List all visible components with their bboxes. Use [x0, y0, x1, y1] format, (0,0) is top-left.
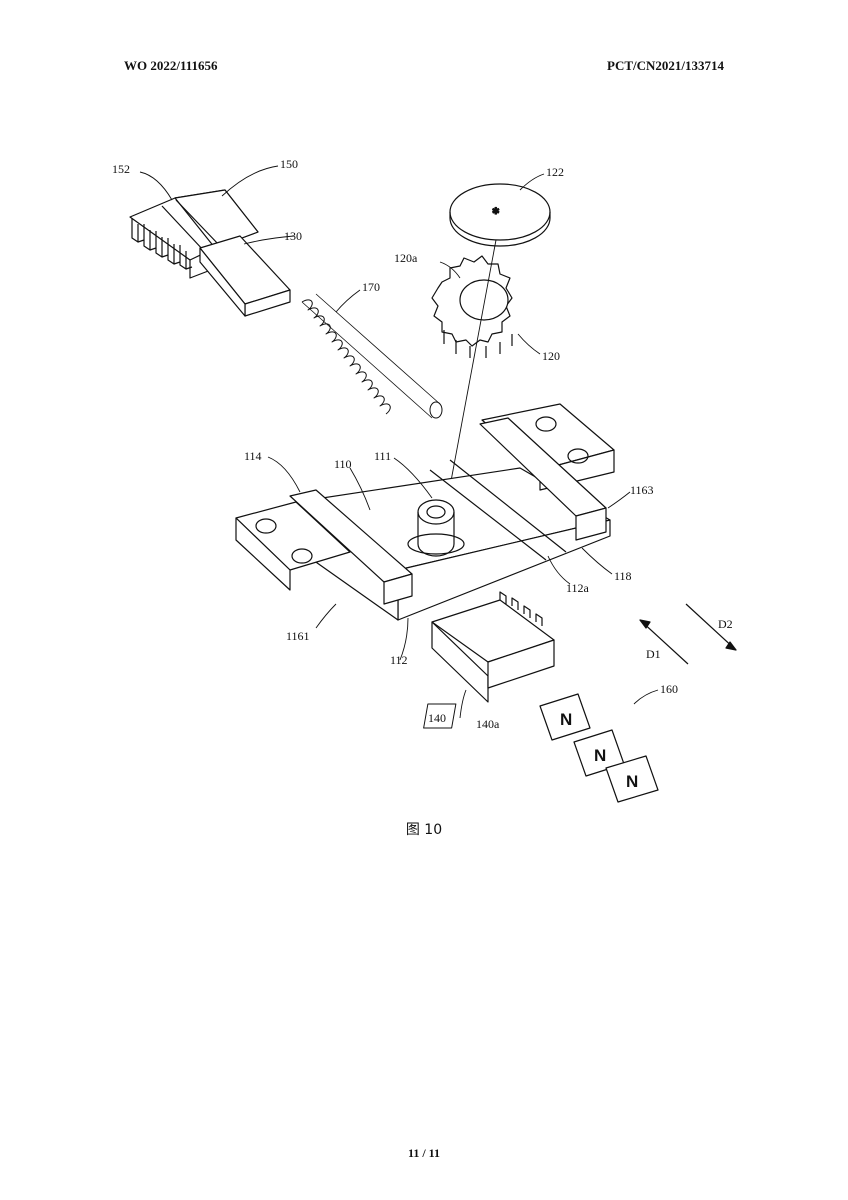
label-122: 122 [546, 165, 564, 179]
base-110 [235, 403, 615, 621]
magnet-3-label: N [626, 772, 638, 791]
spring-170 [301, 293, 443, 419]
svg-text:✱: ✱ [492, 206, 500, 216]
cover-disc-122: ✱ [449, 183, 551, 247]
label-160: 160 [660, 682, 678, 696]
label-140: 140 [428, 711, 446, 725]
magnet-3: N [605, 755, 659, 803]
magnet-1-label: N [560, 710, 572, 729]
label-120: 120 [542, 349, 560, 363]
magnet-1: N [423, 693, 591, 741]
label-112a: 112a [566, 581, 590, 595]
direction-arrows [639, 603, 737, 665]
gear-120 [431, 255, 513, 358]
label-1161: 1161 [286, 629, 310, 643]
publication-number: WO 2022/111656 [124, 58, 218, 73]
label-118: 118 [614, 569, 632, 583]
reference-labels: 152 150 130 170 122 120a 120 114 110 111… [112, 157, 733, 731]
label-150: 150 [280, 157, 298, 171]
label-170: 170 [362, 280, 380, 294]
part-140 [431, 591, 555, 703]
figure-caption: 图 10 [405, 822, 443, 838]
label-140a: 140a [476, 717, 500, 731]
magnet-2-label: N [594, 746, 606, 765]
label-1163: 1163 [630, 483, 654, 497]
label-D2: D2 [718, 617, 733, 631]
label-120a: 120a [394, 251, 418, 265]
magnets-160: N N N [423, 693, 659, 803]
label-D1: D1 [646, 647, 661, 661]
application-number: PCT/CN2021/133714 [607, 58, 724, 73]
leader-lines [139, 165, 659, 719]
label-152: 152 [112, 162, 130, 176]
label-130: 130 [284, 229, 302, 243]
label-114: 114 [244, 449, 262, 463]
label-112: 112 [390, 653, 408, 667]
label-110: 110 [334, 457, 352, 471]
label-111: 111 [374, 449, 391, 463]
page-number: 11 / 11 [407, 1146, 440, 1160]
slider-130 [199, 235, 291, 317]
